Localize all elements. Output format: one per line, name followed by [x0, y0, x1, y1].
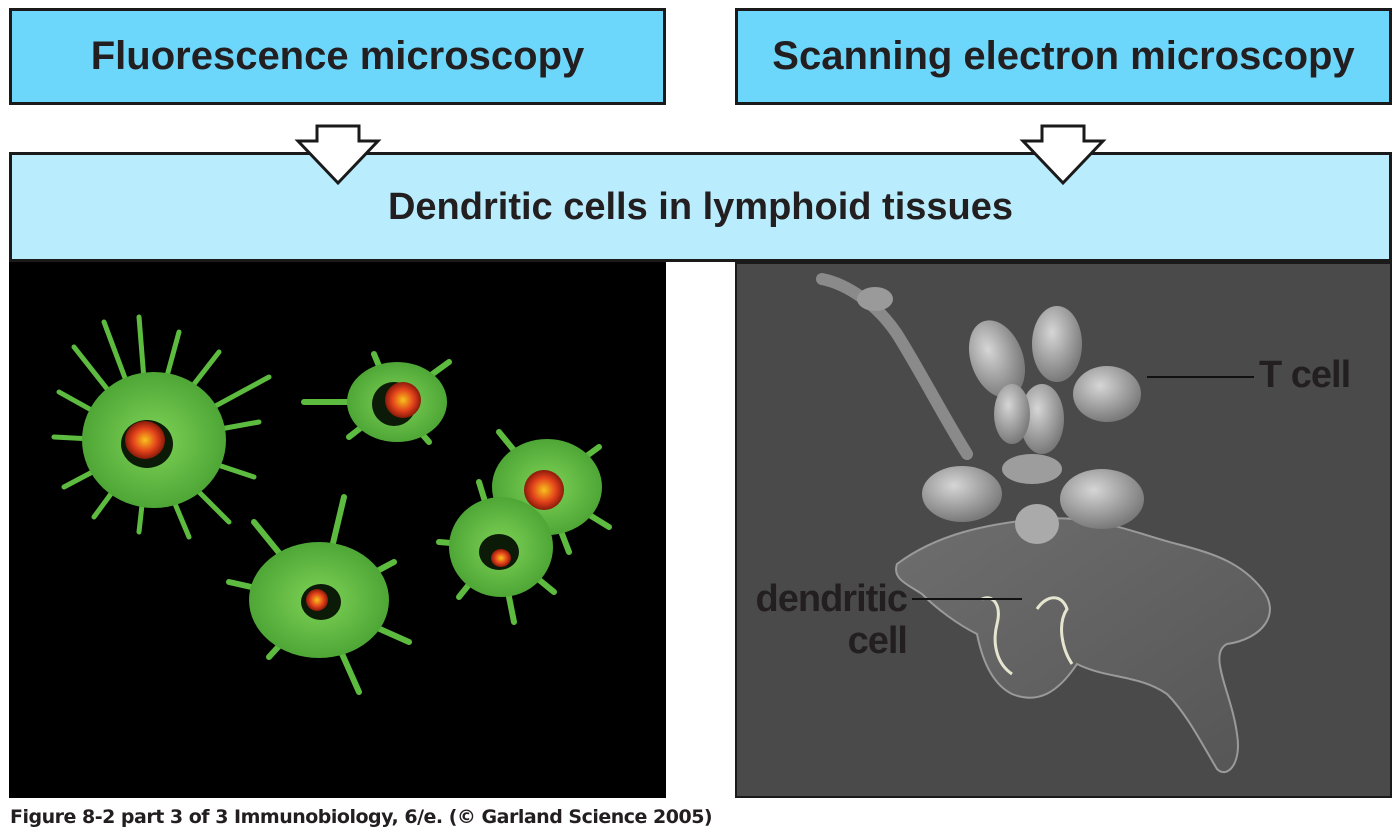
fluorescent-dendritic-cell [51, 314, 272, 540]
sem-t-cell-cluster [922, 306, 1144, 544]
fluorescence-micrograph [9, 262, 666, 798]
figure-caption: Figure 8-2 part 3 of 3 Immunobiology, 6/… [10, 806, 713, 828]
down-arrow-icon-left [294, 124, 382, 186]
dendritic-cells-banner: Dendritic cells in lymphoid tissues [9, 152, 1392, 262]
fluorescent-dendritic-cell [492, 429, 612, 555]
t-cell-label: T cell [1259, 354, 1351, 396]
banner-label: Dendritic cells in lymphoid tissues [387, 185, 1014, 228]
dendritic-cell-label: dendritic cell [747, 578, 908, 662]
fluorescent-dendritic-cell [226, 494, 412, 695]
leader-lines [912, 376, 1254, 600]
fluorescence-microscopy-header: Fluorescence microscopy [9, 8, 666, 105]
fluorescence-image [51, 314, 612, 695]
scanning-electron-microscopy-header: Scanning electron microscopy [735, 8, 1392, 105]
dendritic-cell-label-line2: cell [847, 620, 908, 662]
scanning-electron-micrograph: T cell dendritic cell [735, 262, 1392, 798]
fluorescent-dendritic-cell [301, 351, 452, 445]
fluorescence-microscopy-label: Fluorescence microscopy [90, 34, 585, 78]
scanning-electron-microscopy-label: Scanning electron microscopy [772, 34, 1355, 78]
dendritic-cell-label-line1: dendritic [755, 578, 908, 620]
fluorescent-dendritic-cell [436, 479, 557, 625]
down-arrow-icon-right [1019, 124, 1107, 186]
